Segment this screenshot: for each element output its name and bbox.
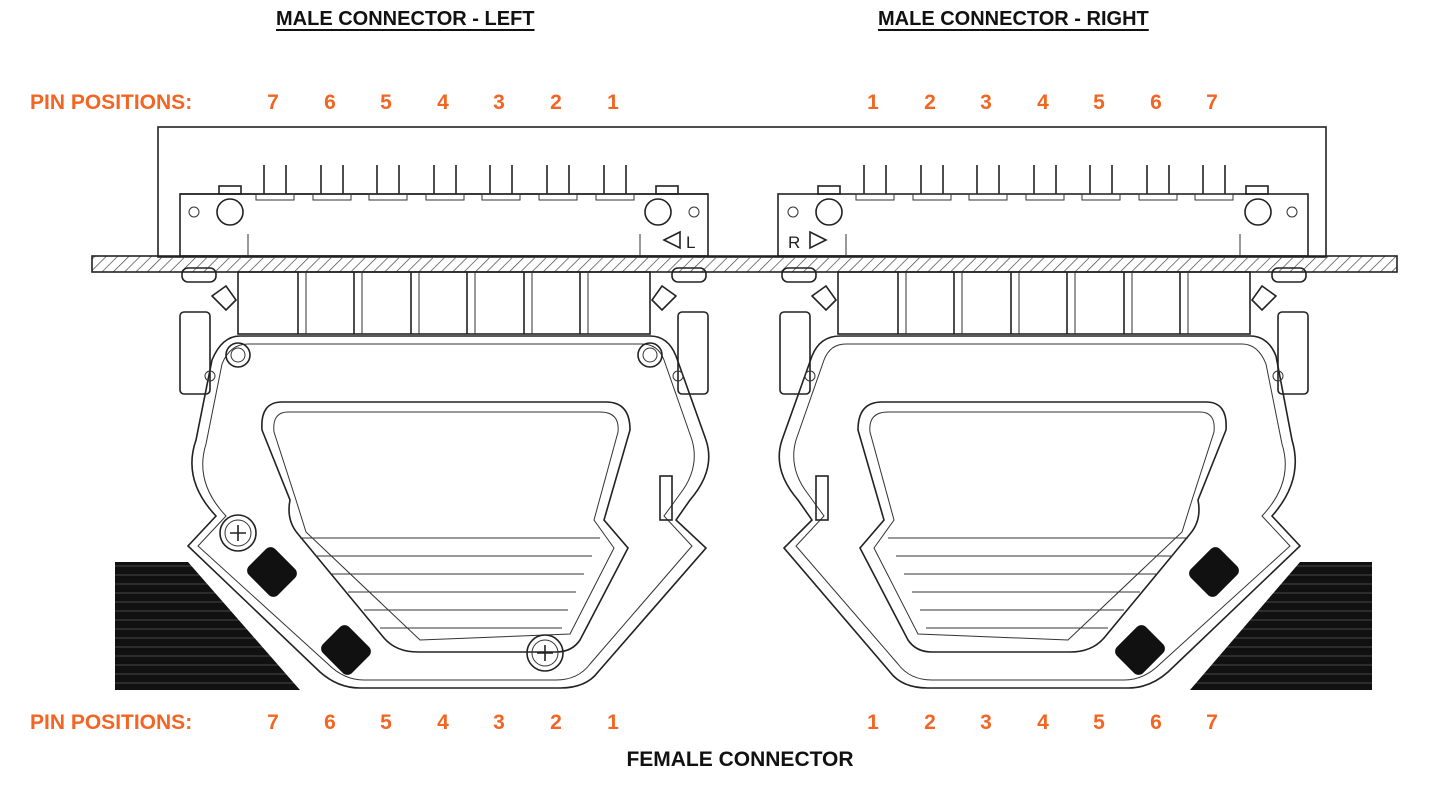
- pin-bottom-right-7: 7: [1206, 711, 1218, 734]
- male-pins-left: [255, 165, 635, 201]
- female-connector-right: [778, 267, 1309, 689]
- pin-bottom-right-3: 3: [980, 711, 992, 734]
- pin-top-left-7: 7: [267, 91, 279, 114]
- cable-right: [1190, 562, 1372, 690]
- pin-bottom-right-2: 2: [924, 711, 936, 734]
- pin-bottom-right-5: 5: [1093, 711, 1105, 734]
- left-marker-label: L: [686, 233, 695, 252]
- male-connector-right: [777, 165, 1309, 257]
- pin-top-left-3: 3: [493, 91, 505, 114]
- enclosure-outline: [157, 126, 1327, 258]
- female-connector-title: FEMALE CONNECTOR: [626, 748, 854, 771]
- pin-bottom-left-5: 5: [380, 711, 392, 734]
- pin-top-left-1: 1: [607, 91, 619, 114]
- pin-bottom-right-1: 1: [867, 711, 879, 734]
- male-connector-left-title: MALE CONNECTOR - LEFT: [276, 8, 535, 30]
- pin-bottom-right-4: 4: [1037, 711, 1049, 734]
- pin-top-right-3: 3: [980, 91, 992, 114]
- pin-top-right-4: 4: [1037, 91, 1049, 114]
- pin-bottom-left-2: 2: [550, 711, 562, 734]
- pin-top-left-4: 4: [437, 91, 449, 114]
- pin-top-left-2: 2: [550, 91, 562, 114]
- pin-top-right-7: 7: [1206, 91, 1218, 114]
- pin-top-right-1: 1: [867, 91, 879, 114]
- pin-bottom-left-4: 4: [437, 711, 449, 734]
- female-connector-left: [179, 267, 710, 689]
- pin-top-left-6: 6: [324, 91, 336, 114]
- pin-top-right-2: 2: [924, 91, 936, 114]
- pin-bottom-left-7: 7: [267, 711, 279, 734]
- pin-positions-label-top: PIN POSITIONS:: [30, 91, 193, 114]
- cable-left: [115, 562, 300, 690]
- male-connector-left: [179, 165, 709, 257]
- pin-positions-label-bottom: PIN POSITIONS:: [30, 711, 193, 734]
- pin-bottom-left-1: 1: [607, 711, 619, 734]
- pin-bottom-right-6: 6: [1150, 711, 1162, 734]
- pin-bottom-left-6: 6: [324, 711, 336, 734]
- pin-top-right-5: 5: [1093, 91, 1105, 114]
- pin-bottom-left-3: 3: [493, 711, 505, 734]
- pin-top-left-5: 5: [380, 91, 392, 114]
- male-connector-right-title: MALE CONNECTOR - RIGHT: [878, 8, 1149, 30]
- pin-top-right-6: 6: [1150, 91, 1162, 114]
- right-marker-label: R: [788, 233, 800, 252]
- male-pins-right: [855, 165, 1234, 201]
- pcb-board: [91, 255, 1398, 273]
